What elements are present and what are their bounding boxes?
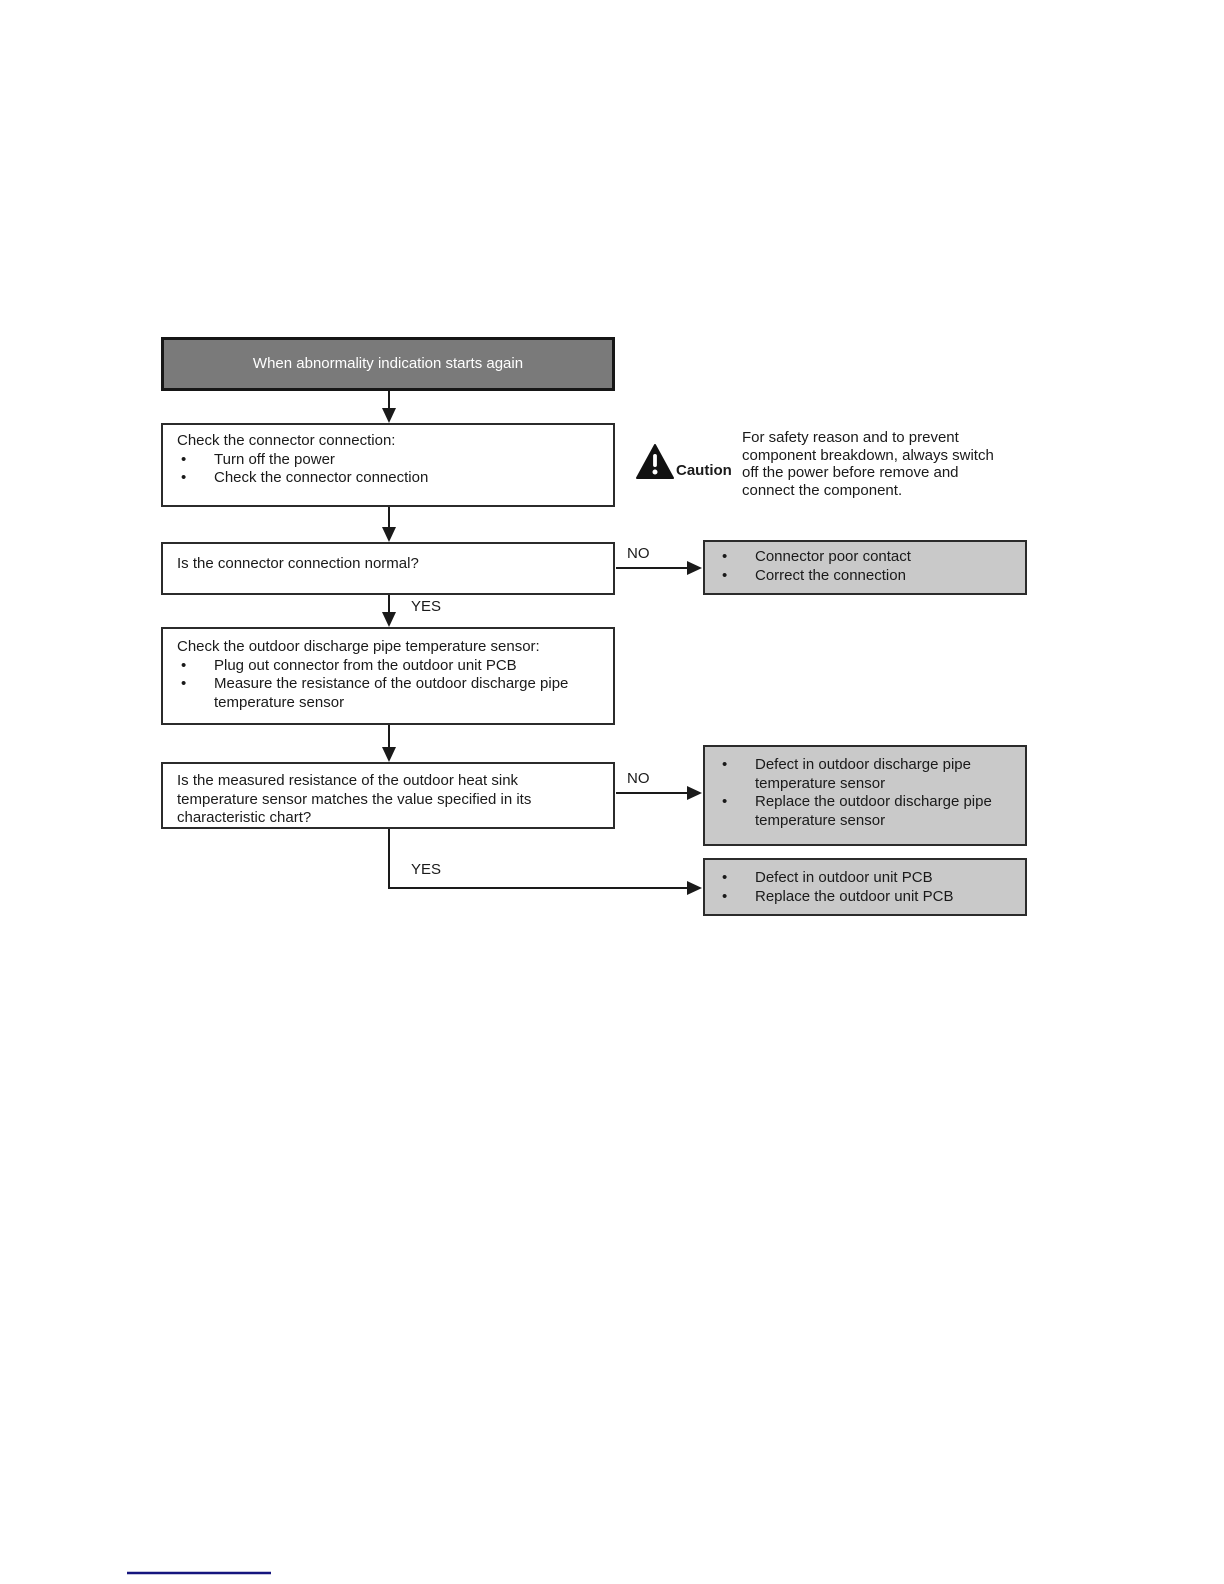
start-node-label: When abnormality indication starts again	[252, 354, 524, 372]
connector-decision2-yes	[388, 829, 688, 889]
list-item: • Check the connector connection	[177, 469, 601, 488]
arrowhead-down-icon	[382, 527, 396, 542]
decision-question: Is the connector connection normal?	[177, 555, 419, 572]
list-item-label: Connector poor contact	[755, 548, 911, 565]
list-item-label: Correct the connection	[755, 566, 906, 584]
arrowhead-down-icon	[382, 747, 396, 762]
arrowhead-right-icon	[687, 561, 702, 575]
start-node: When abnormality indication starts again	[161, 337, 615, 391]
result-sensor-defect: • Defect in outdoor discharge pipe tempe…	[703, 745, 1027, 846]
bullet-icon: •	[722, 566, 728, 584]
list-item-label: Defect in outdoor discharge pipe tempera…	[755, 756, 971, 792]
branch-label-no: NO	[627, 770, 650, 787]
bullet-icon: •	[722, 756, 728, 773]
result-connector-poor-contact: • Connector poor contact • Correct the c…	[703, 540, 1027, 595]
bullet-icon: •	[181, 656, 187, 674]
list-item: • Replace the outdoor unit PCB	[718, 888, 1015, 907]
list-item: • Connector poor contact	[718, 548, 1015, 567]
list-item-label: Turn off the power	[214, 450, 335, 468]
arrowhead-right-icon	[687, 786, 702, 800]
bullet-icon: •	[722, 548, 728, 565]
branch-label-no: NO	[627, 545, 650, 562]
list-item-label: Replace the outdoor unit PCB	[755, 887, 954, 905]
decision-question: Is the measured resistance of the outdoo…	[177, 772, 532, 826]
bullet-icon: •	[181, 675, 187, 692]
bullet-icon: •	[181, 450, 187, 468]
list-item: • Turn off the power	[177, 451, 601, 470]
caution-text: For safety reason and to prevent compone…	[742, 429, 994, 499]
arrowhead-right-icon	[687, 881, 702, 895]
list-item: • Defect in outdoor unit PCB	[718, 869, 1015, 888]
caution-label: Caution	[676, 462, 732, 479]
list-item-label: Defect in outdoor unit PCB	[755, 869, 933, 886]
bullet-icon: •	[181, 469, 187, 486]
process-check-connector: Check the connector connection: • Turn o…	[161, 423, 615, 507]
caution-triangle-icon	[636, 444, 674, 479]
list-item: • Measure the resistance of the outdoor …	[177, 675, 601, 712]
bullet-icon: •	[722, 887, 728, 905]
process-title: Check the outdoor discharge pipe tempera…	[177, 638, 540, 655]
process-title: Check the connector connection:	[177, 432, 396, 449]
decision-connector-normal: Is the connector connection normal?	[161, 542, 615, 595]
bullet-icon: •	[722, 869, 728, 886]
list-item: • Replace the outdoor discharge pipe tem…	[718, 793, 1015, 830]
bullet-icon: •	[722, 793, 728, 810]
list-item: • Plug out connector from the outdoor un…	[177, 657, 601, 676]
arrowhead-down-icon	[382, 408, 396, 423]
result-pcb-defect: • Defect in outdoor unit PCB • Replace t…	[703, 858, 1027, 916]
branch-label-yes: YES	[411, 598, 442, 615]
list-item-label: Measure the resistance of the outdoor di…	[214, 675, 569, 711]
decision-resistance-matches: Is the measured resistance of the outdoo…	[161, 762, 615, 829]
arrowhead-down-icon	[382, 612, 396, 627]
list-item: • Defect in outdoor discharge pipe tempe…	[718, 756, 1015, 793]
process-check-sensor: Check the outdoor discharge pipe tempera…	[161, 627, 615, 725]
list-item-label: Check the connector connection	[214, 469, 429, 486]
list-item-label: Plug out connector from the outdoor unit…	[214, 656, 517, 674]
list-item: • Correct the connection	[718, 567, 1015, 586]
branch-label-yes: YES	[411, 861, 442, 878]
list-item-label: Replace the outdoor discharge pipe tempe…	[755, 793, 992, 829]
